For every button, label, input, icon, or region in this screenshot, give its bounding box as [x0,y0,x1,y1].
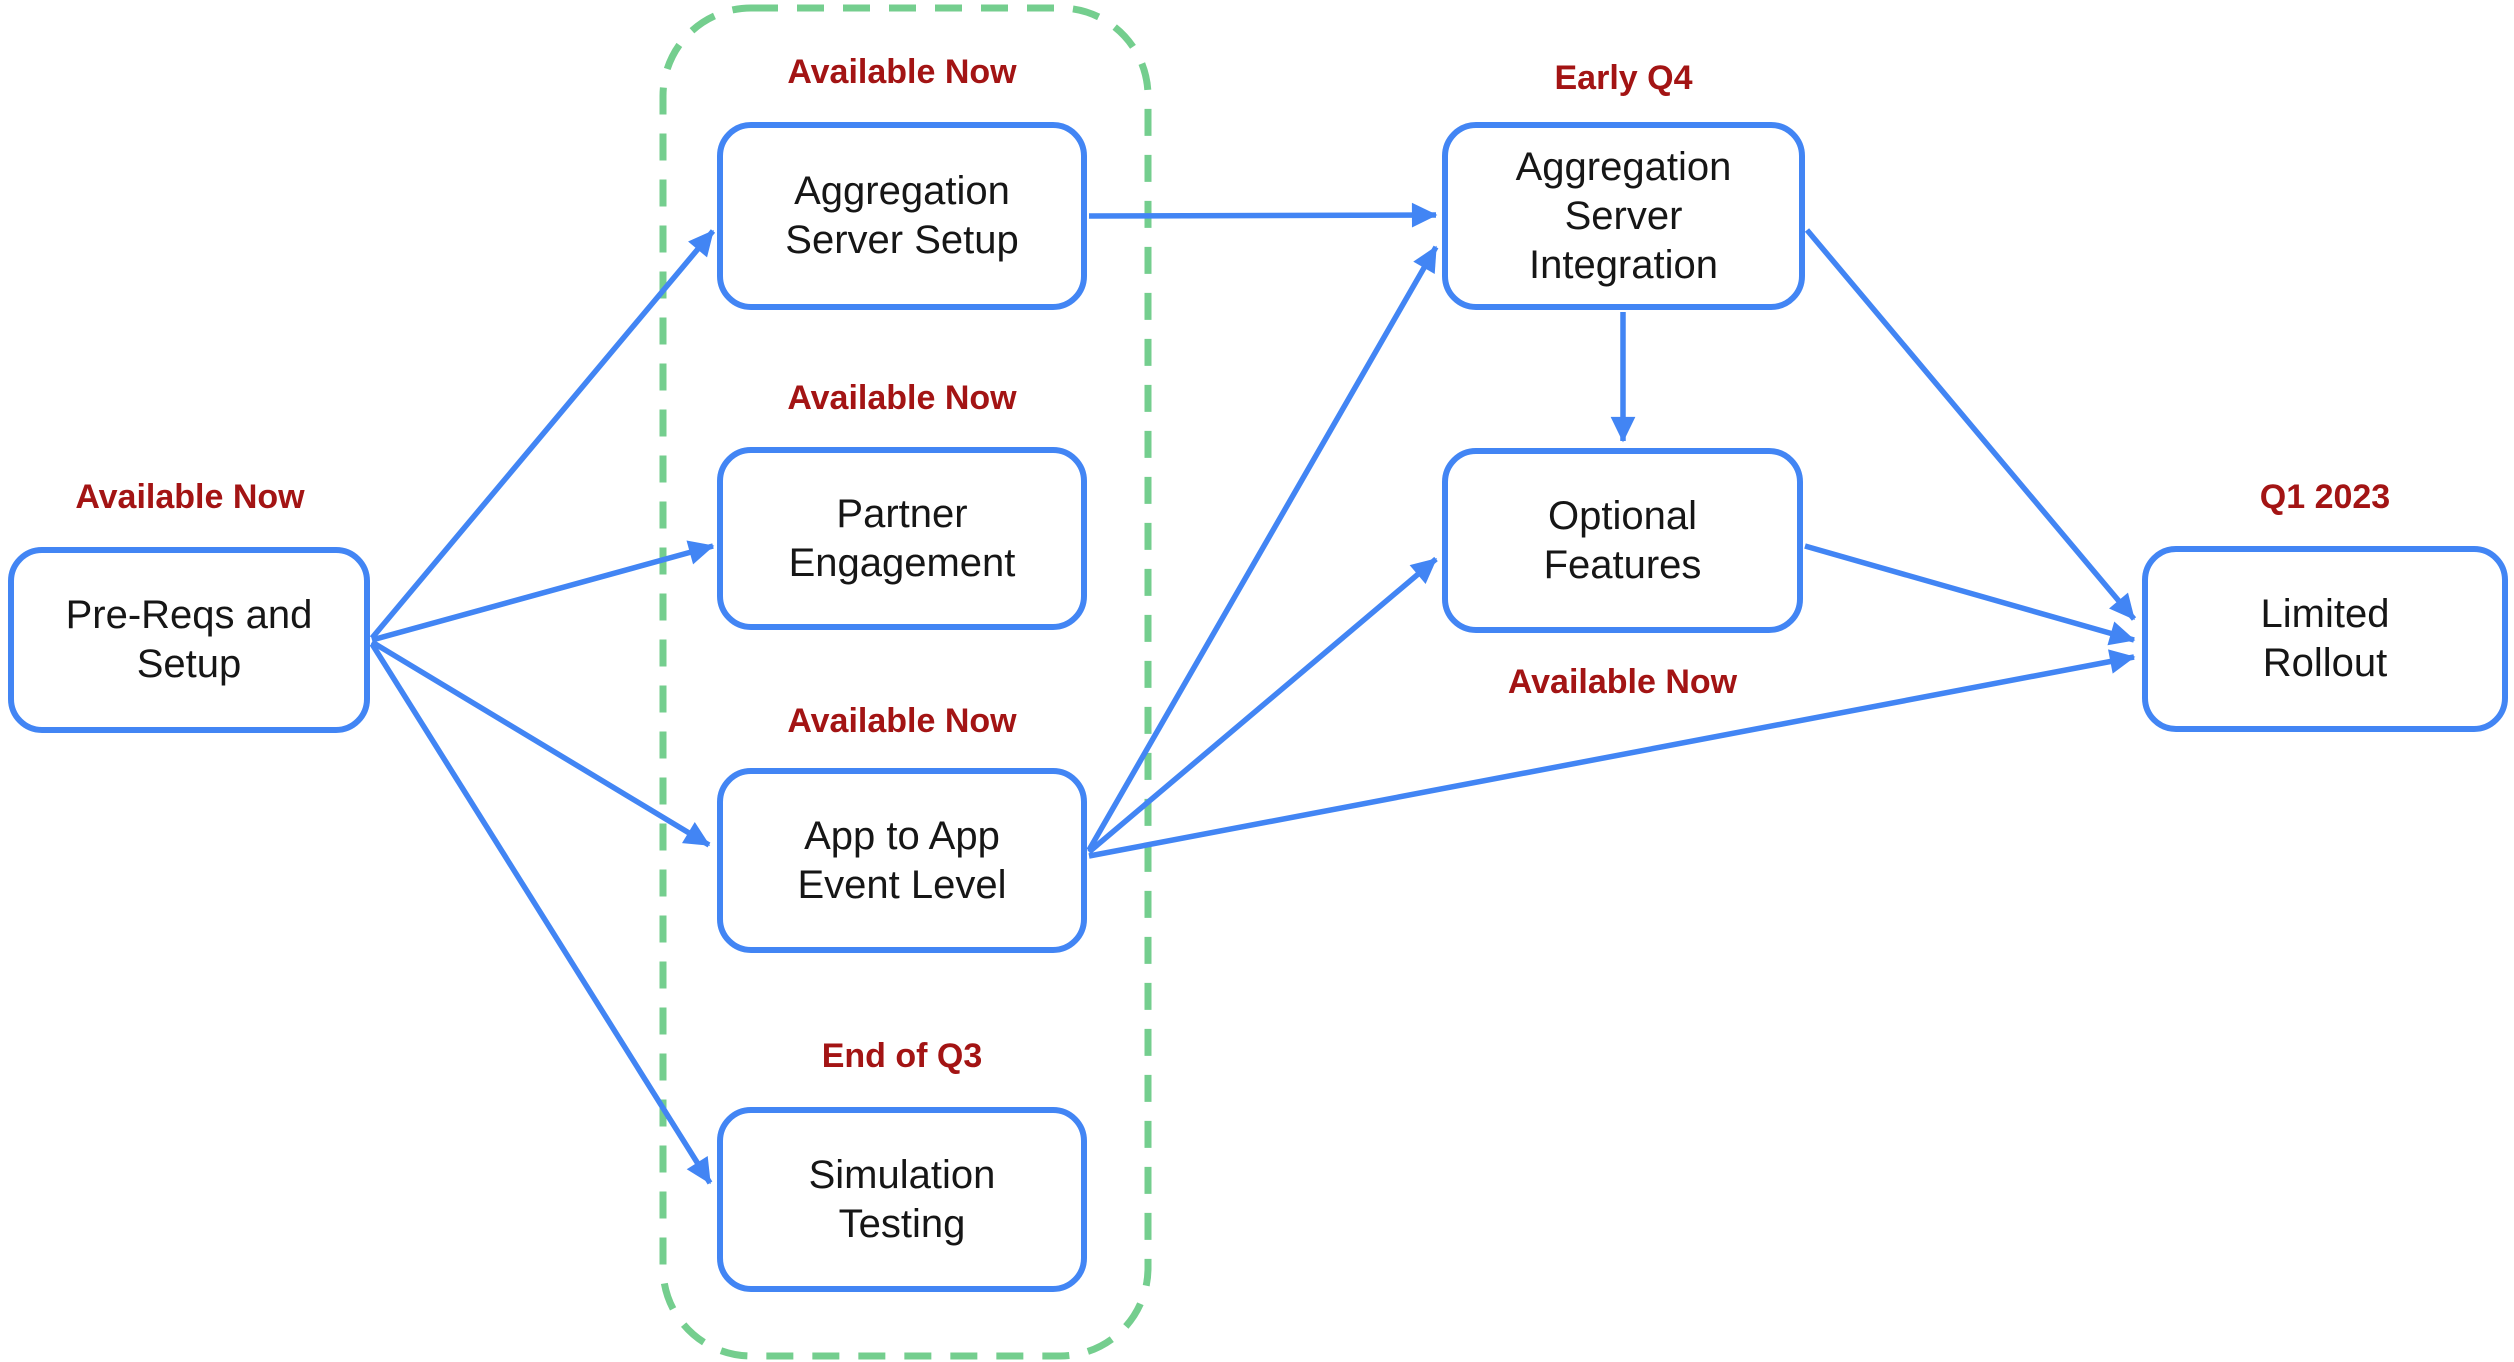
status-label-simulation: End of Q3 [821,1037,983,1075]
node-partner-engagement: Partner Engagement [717,447,1087,630]
node-aggregation-server-setup: Aggregation Server Setup [717,122,1087,310]
node-app-to-app-event-level: App to App Event Level [717,768,1087,953]
arrow-app2app-to-agg-integration [1086,245,1439,852]
node-aggregation-server-integration: Aggregation Server Integration [1442,122,1805,310]
arrow-app2app-to-rollout [1088,649,2136,859]
node-label: Limited Rollout [2260,592,2390,685]
arrow-prereqs-to-simulation [369,642,713,1185]
node-pre-reqs-and-setup: Pre-Reqs and Setup [8,547,370,733]
arrow-agg-setup-to-agg-integration [1088,202,1438,228]
node-label: Optional Features [1543,493,1702,587]
node-label: Aggregation Server Integration [1515,144,1732,287]
node-label: Simulation Testing [808,1152,996,1246]
arrow-agg-integration-to-rollout [1804,228,2137,621]
node-optional-features: Optional Features [1442,448,1803,633]
arrow-app2app-to-optional [1087,556,1438,855]
status-label-rollout: Q1 2023 [2259,478,2391,516]
arrow-prereqs-to-app2app [370,639,711,848]
status-label-app2app: Available Now [787,702,1017,740]
status-label-agg-integration: Early Q4 [1554,59,1693,97]
arrow-prereqs-to-partner [371,540,715,643]
node-simulation-testing: Simulation Testing [717,1107,1087,1292]
node-label: Partner Engagement [788,491,1016,585]
status-label-partner: Available Now [787,379,1017,417]
node-label: App to App Event Level [797,813,1007,907]
node-label: Aggregation Server Setup [785,169,1019,262]
node-label: Pre-Reqs and Setup [65,593,313,686]
arrow-optional-to-rollout [1804,543,2136,646]
arrow-prereqs-to-agg-setup [369,229,716,640]
phase-group-outline [659,4,1152,1360]
status-label-optional: Available Now [1507,663,1738,701]
status-label-prereqs: Available Now [75,478,305,516]
node-limited-rollout: Limited Rollout [2142,546,2508,732]
status-label-agg-setup: Available Now [787,53,1017,91]
